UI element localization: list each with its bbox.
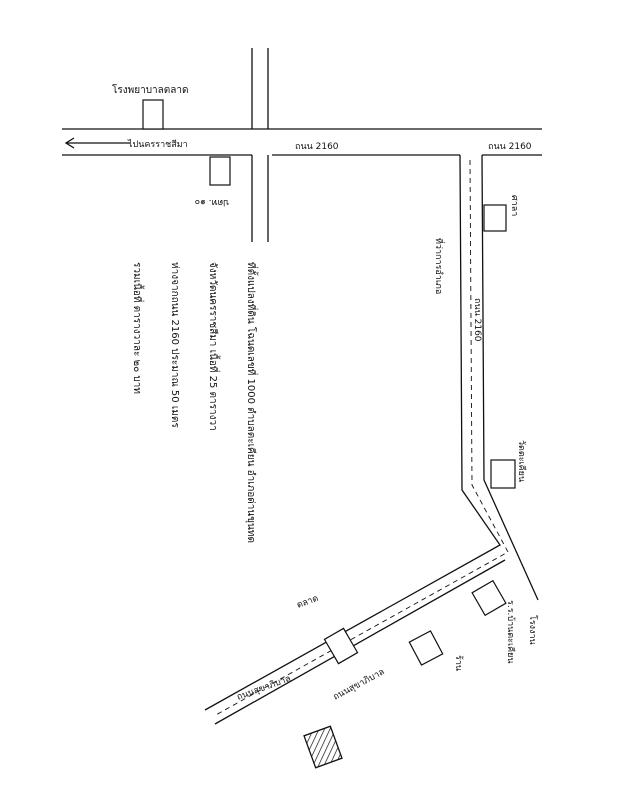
market-building	[323, 627, 359, 665]
building-right-top-label: ศาลา	[509, 195, 519, 216]
to-city-label: ไปนครราชสีมา	[127, 139, 188, 150]
highway-right-label: ถนน 2160	[488, 142, 532, 152]
note-line-2: จังหวัดนครราชสีมา เนื้อที่ 25 ตารางวา	[207, 262, 221, 431]
temple-building	[490, 459, 516, 489]
school-building	[471, 579, 507, 617]
km-label: ปตท. ๑๐	[195, 197, 229, 207]
km-building	[209, 156, 231, 186]
school-label: ร.ร.บ้านตะเคียน	[505, 600, 516, 664]
building-right-top	[483, 204, 507, 232]
hospital-building	[142, 99, 164, 130]
road-2160-edge-left	[204, 154, 501, 711]
road-2160-edge-right	[481, 154, 539, 601]
note-line-1: ที่ตั้งแปลงที่ดิน โฉนดเลขที่ 1000 ตำบลตะ…	[245, 262, 259, 543]
road-2160-centerline	[213, 159, 509, 717]
shop-building	[408, 630, 444, 666]
factory-label: โรงงาน	[527, 615, 538, 645]
target-plot	[303, 725, 343, 769]
road-vertical-label: ถนน 2160	[472, 298, 482, 342]
district-office-label: ที่ว่าการอำเภอ	[433, 238, 446, 294]
market-label: ตลาด	[296, 594, 320, 611]
village-road-label: ถนนสุขาภิบาล	[331, 666, 386, 702]
arrow-head-icon	[64, 137, 75, 149]
note-line-3: ห่างจากถนน 2160 ประมาณ 50 เมตร	[169, 262, 180, 428]
hospital-label: โรงพยาบาลตลาด	[112, 83, 189, 96]
shop-label: ร้าน	[453, 655, 464, 671]
note-line-4: รวมเนื้อที่ ตารางวาละ ๒๐ บาท	[131, 262, 145, 394]
temple-label: วัดตะเคียน	[516, 440, 527, 482]
highway-left-label: ถนน 2160	[295, 142, 339, 152]
road-village-edge-lower	[214, 559, 506, 725]
